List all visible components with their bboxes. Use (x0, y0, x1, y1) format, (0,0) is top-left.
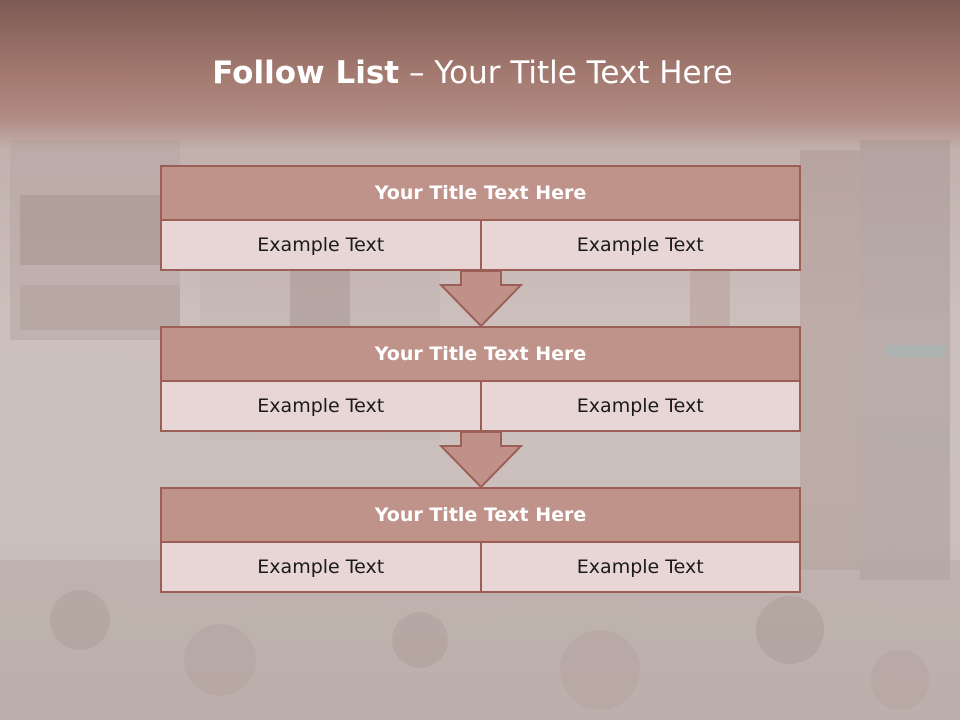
step-cell-right: Example Text (479, 543, 800, 591)
step-cell-right: Example Text (479, 221, 800, 269)
step-heading: Your Title Text Here (160, 326, 801, 382)
step-row: Example Text Example Text (160, 382, 801, 432)
step-cell-left: Example Text (257, 234, 385, 256)
title-bold: Follow List (212, 55, 400, 91)
step-heading: Your Title Text Here (160, 165, 801, 221)
step-3: Your Title Text Here Example Text Exampl… (160, 487, 801, 593)
step-cell-right: Example Text (479, 382, 800, 430)
slide-title: Follow List – Your Title Text Here (0, 55, 945, 91)
down-arrow-icon (439, 271, 523, 327)
step-1: Your Title Text Here Example Text Exampl… (160, 165, 801, 271)
step-row: Example Text Example Text (160, 543, 801, 593)
step-cell-left: Example Text (257, 556, 385, 578)
title-rest: – Your Title Text Here (408, 55, 733, 91)
down-arrow-icon (439, 432, 523, 488)
title-bar (0, 0, 960, 150)
step-heading: Your Title Text Here (160, 487, 801, 543)
step-cell-left: Example Text (257, 395, 385, 417)
step-2: Your Title Text Here Example Text Exampl… (160, 326, 801, 432)
step-row: Example Text Example Text (160, 221, 801, 271)
